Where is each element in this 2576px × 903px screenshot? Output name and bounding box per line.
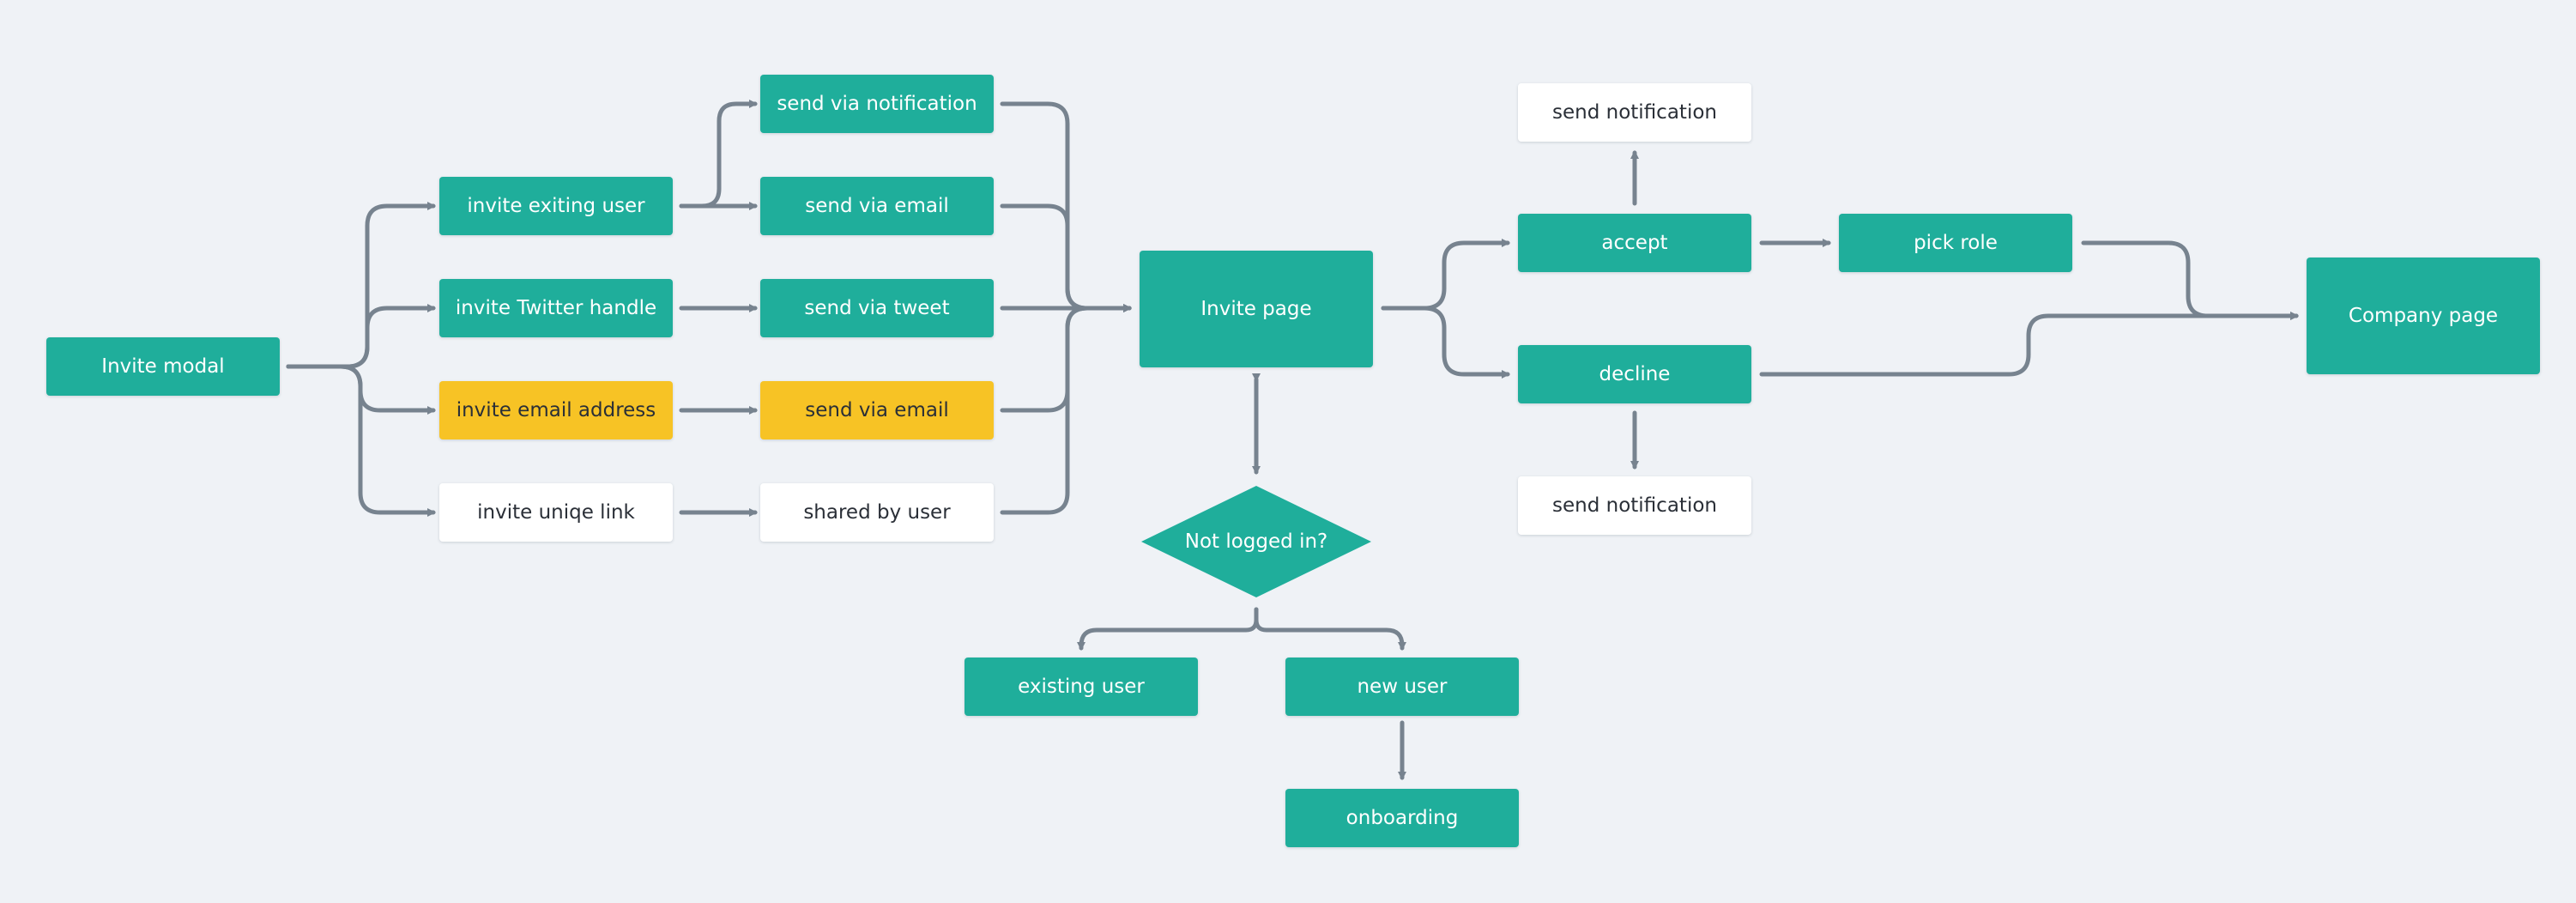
send-via-notification-node[interactable]: send via notification [760,75,994,133]
send-notification-bottom-node[interactable]: send notification [1518,476,1751,535]
send-via-email-address-node[interactable]: send via email [760,381,994,439]
accept-node[interactable]: accept [1518,214,1751,272]
connector-existing-to-notification [679,100,758,209]
send-via-tweet-node[interactable]: send via tweet [760,279,994,337]
invite-unique-link-node[interactable]: invite uniqe link [439,483,673,542]
invite-twitter-handle-node[interactable]: invite Twitter handle [439,279,673,337]
connector-pick-role-to-company [2081,240,2299,320]
connector-modal-to-existing [286,202,436,369]
connector-modal-to-twitter [286,304,436,369]
onboarding-node[interactable]: onboarding [1285,789,1519,847]
company-page-node[interactable]: Company page [2307,258,2540,374]
connector-decision-to-new-user [1254,607,1406,651]
connector-invite-page-to-accept [1381,239,1510,311]
shared-by-user-node[interactable]: shared by user [760,483,994,542]
decline-node[interactable]: decline [1518,345,1751,403]
send-notification-top-node[interactable]: send notification [1518,83,1751,142]
connector-shared-to-invite-page [1000,304,1132,515]
connector-decision-to-existing-user [1077,607,1259,651]
connector-invite-page-to-decline [1381,306,1510,379]
decision-diamond[interactable] [1141,486,1371,597]
connector-modal-to-link [286,364,436,517]
existing-user-node[interactable]: existing user [964,658,1198,716]
pick-role-node[interactable]: pick role [1839,214,2072,272]
invite-existing-user-node[interactable]: invite exiting user [439,177,673,235]
invite-email-address-node[interactable]: invite email address [439,381,673,439]
connector-decline-to-company [1759,312,2299,377]
invite-page-node[interactable]: Invite page [1140,251,1373,367]
invite-modal-node[interactable]: Invite modal [46,337,280,396]
new-user-node[interactable]: new user [1285,658,1519,716]
connector-email-to-invite-page [1000,203,1132,312]
send-via-email-existing-node[interactable]: send via email [760,177,994,235]
